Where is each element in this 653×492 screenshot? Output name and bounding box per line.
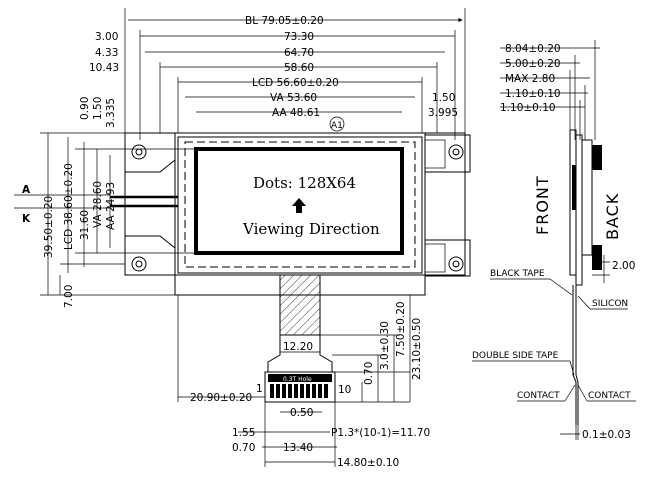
mounting-tab-bottom-left [124,235,176,276]
fpc-tail: 0.3T Hole 12.20 20.90±0.20 1 10 0.50 1.5… [177,274,430,469]
dim-2310: 23.10±0.50 [411,318,423,380]
dim-150-left: 1.50 [92,97,104,120]
dim-aa: AA 48.61 [272,107,320,119]
front-label: FRONT [533,175,552,235]
side-dim-200: 2.00 [612,260,635,272]
dim-height-3160: 31.60 [79,210,91,240]
dim-height-3950: 39.50±0.20 [43,196,55,258]
dots-label: Dots: 128X64 [253,174,356,192]
dim-height-700: 7.00 [63,285,75,308]
dim-lcd: LCD 56.60±0.20 [252,77,339,89]
dim-1043: 10.43 [89,62,119,74]
back-label: BACK [603,193,622,240]
side-view: 8.04±0.20 5.00±0.20 MAX 2.80 1.10±0.10 1… [472,40,636,441]
side-dim-110a: 1.10±0.10 [505,88,561,100]
dim-300-vertical: 3.0±0.30 [379,321,391,370]
dim-1480: 14.80±0.10 [337,457,399,469]
active-area [194,147,404,255]
fpc-connector [264,371,336,403]
silicon-label: SILICON [592,299,628,309]
dim-155: 1.55 [232,427,255,439]
dim-height-lcd: LCD 38.60±0.20 [63,163,75,250]
dim-height-aa: AA 24.93 [105,182,117,230]
pin-10-label: 10 [338,384,351,396]
side-dim-110b: 1.10±0.10 [500,102,556,114]
dim-5860: 58.60 [284,62,314,74]
side-dim-01: 0.1±0.03 [582,429,631,441]
viewing-area-dashed [184,141,416,268]
side-dim-max: MAX 2.80 [505,73,555,85]
backlight-layer [581,139,593,256]
front-view: A K Dots: 128X64 Viewing Direction A1 [14,116,471,296]
pcb-outline [174,132,426,296]
dim-bl: BL 79.05±0.20 [245,15,324,27]
dim-6470: 64.70 [284,47,314,59]
dim-1220: 12.20 [283,341,313,353]
mounting-tab-top-left [124,132,176,173]
viewing-direction-label: Viewing Direction [242,220,380,238]
fpc-pins [270,384,328,398]
dim-070-vertical: 0.70 [363,362,375,385]
lead-k-label: K [22,213,31,225]
horizontal-dimensions: BL 79.05±0.20 73.30 3.00 64.70 4.33 58.6… [89,8,466,140]
mounting-tab-top-right [424,134,471,173]
dim-va: VA 53.60 [270,92,317,104]
dim-750: 7.50±0.20 [395,301,407,357]
dim-2090: 20.90±0.20 [190,392,252,404]
dim-7330: 73.30 [284,31,314,43]
dim-3335: 3.335 [105,98,117,128]
lead-a-label: A [22,184,31,196]
a1-marker [329,116,345,132]
pin-1-label: 1 [256,383,263,395]
up-arrow-icon [292,198,306,213]
dim-150-right: 1.50 [432,92,455,104]
double-side-tape-label: DOUBLE SIDE TAPE [472,351,559,361]
contact-left-label: CONTACT [517,391,560,401]
dim-050: 0.50 [290,407,313,419]
dim-070-bottom: 0.70 [232,442,255,454]
side-dim-804: 8.04±0.20 [505,43,561,55]
contact-right-label: CONTACT [588,391,631,401]
pcb-layer [575,134,583,286]
fpc-hatched [279,274,321,336]
vertical-dimensions: 39.50±0.20 LCD 38.60±0.20 31.60 VA 28.60… [40,97,196,308]
svg-text:A1: A1 [331,121,343,131]
svg-text:0.3T Hole: 0.3T Hole [283,376,312,383]
side-dim-500: 5.00±0.20 [505,58,561,70]
dim-300: 3.00 [95,31,118,43]
dim-1340: 13.40 [283,442,313,454]
dim-height-va: VA 28.60 [92,181,104,228]
dim-pitch: P1.3*(10-1)=11.70 [331,427,430,439]
dim-090: 0.90 [79,97,91,120]
black-tape-label: BLACK TAPE [490,269,545,279]
mounting-tab-bottom-right [424,239,471,277]
dim-433: 4.33 [95,47,118,59]
dim-3995: 3.995 [428,107,458,119]
